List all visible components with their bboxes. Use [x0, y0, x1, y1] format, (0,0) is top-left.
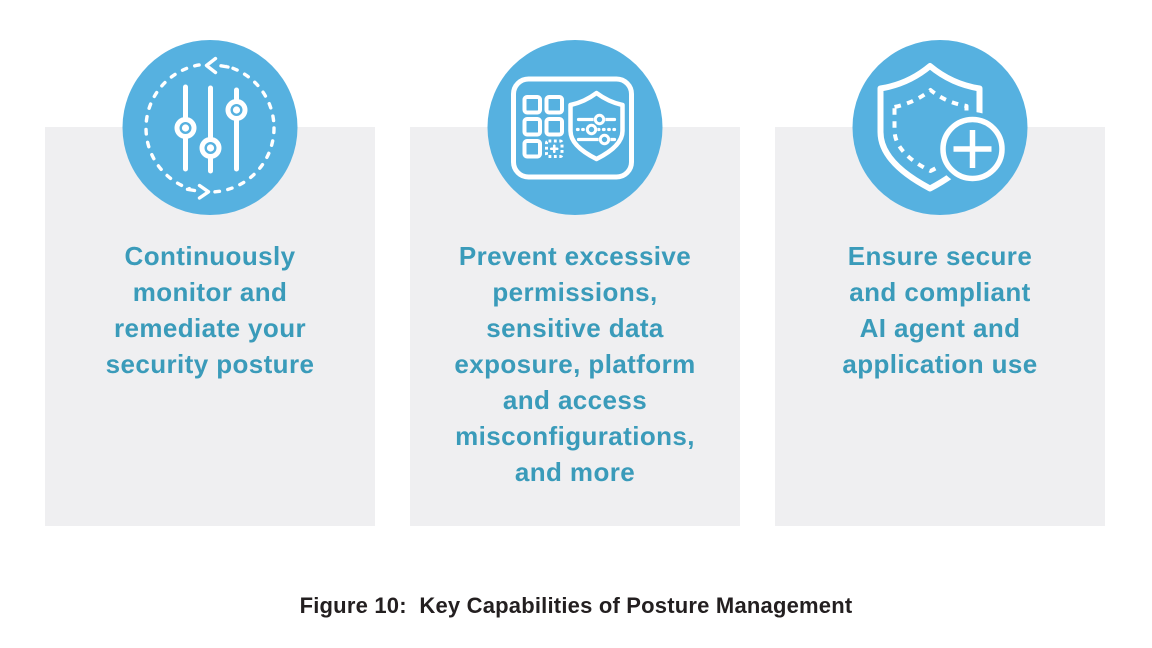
capability-card-ensure: Ensure secure and compliant AI agent and… [775, 40, 1105, 526]
capability-card-monitor: Continuously monitor and remediate your … [45, 40, 375, 526]
figure-caption: Figure 10: Key Capabilities of Posture M… [299, 593, 853, 618]
capability-text-prevent: Prevent excessive permissions, sensitive… [454, 241, 696, 487]
continuous-monitoring-sliders-icon [122, 40, 298, 215]
icon-circle-ensure [852, 40, 1028, 215]
capability-text-ensure: Ensure secure and compliant AI agent and… [842, 241, 1038, 379]
capability-text-monitor: Continuously monitor and remediate your … [105, 241, 315, 379]
capability-card-prevent: Prevent excessive permissions, sensitive… [410, 40, 740, 526]
icon-circle-monitor [122, 40, 298, 215]
shield-plus-icon [852, 40, 1028, 215]
misconfiguration-shield-dashboard-icon [487, 40, 663, 215]
icon-circle-prevent [487, 40, 663, 215]
